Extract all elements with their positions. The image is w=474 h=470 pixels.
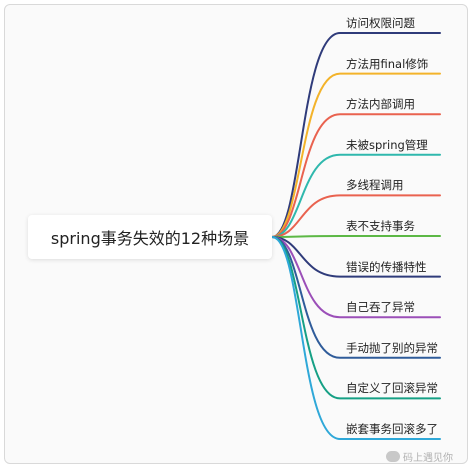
- watermark: 码上遇见你: [386, 449, 453, 464]
- branch-connector: [271, 236, 441, 278]
- branch-connector: [271, 235, 441, 238]
- branch-connector: [271, 153, 441, 238]
- root-node-label: spring事务失效的12种场景: [50, 229, 250, 248]
- branch-label[interactable]: 嵌套事务回滚多了: [346, 422, 438, 436]
- branch-label[interactable]: 自己吞了异常: [346, 300, 415, 315]
- branch-connector: [271, 194, 441, 238]
- branch-label[interactable]: 访问权限问题: [346, 16, 415, 30]
- branch-label[interactable]: 方法内部调用: [346, 97, 415, 112]
- watermark-text: 码上遇见你: [403, 453, 453, 464]
- root-node[interactable]: spring事务失效的12种场景: [28, 215, 272, 259]
- branch-connector: [271, 236, 441, 319]
- branch-connector: [271, 32, 441, 238]
- branch-label[interactable]: 多线程调用: [346, 178, 404, 193]
- branch-connector: [271, 72, 441, 238]
- branch-label[interactable]: 自定义了回滚异常: [346, 381, 438, 396]
- branch-connector: [271, 236, 441, 440]
- branch-label[interactable]: 手动抛了别的异常: [346, 340, 438, 355]
- branch-label[interactable]: 错误的传播特性: [346, 259, 427, 274]
- branch-connector: [271, 113, 441, 238]
- branch-label[interactable]: 未被spring管理: [346, 137, 428, 152]
- wechat-icon: [386, 451, 400, 462]
- branch-label[interactable]: 方法用final修饰: [346, 56, 429, 71]
- branch-label[interactable]: 表不支持事务: [346, 219, 415, 233]
